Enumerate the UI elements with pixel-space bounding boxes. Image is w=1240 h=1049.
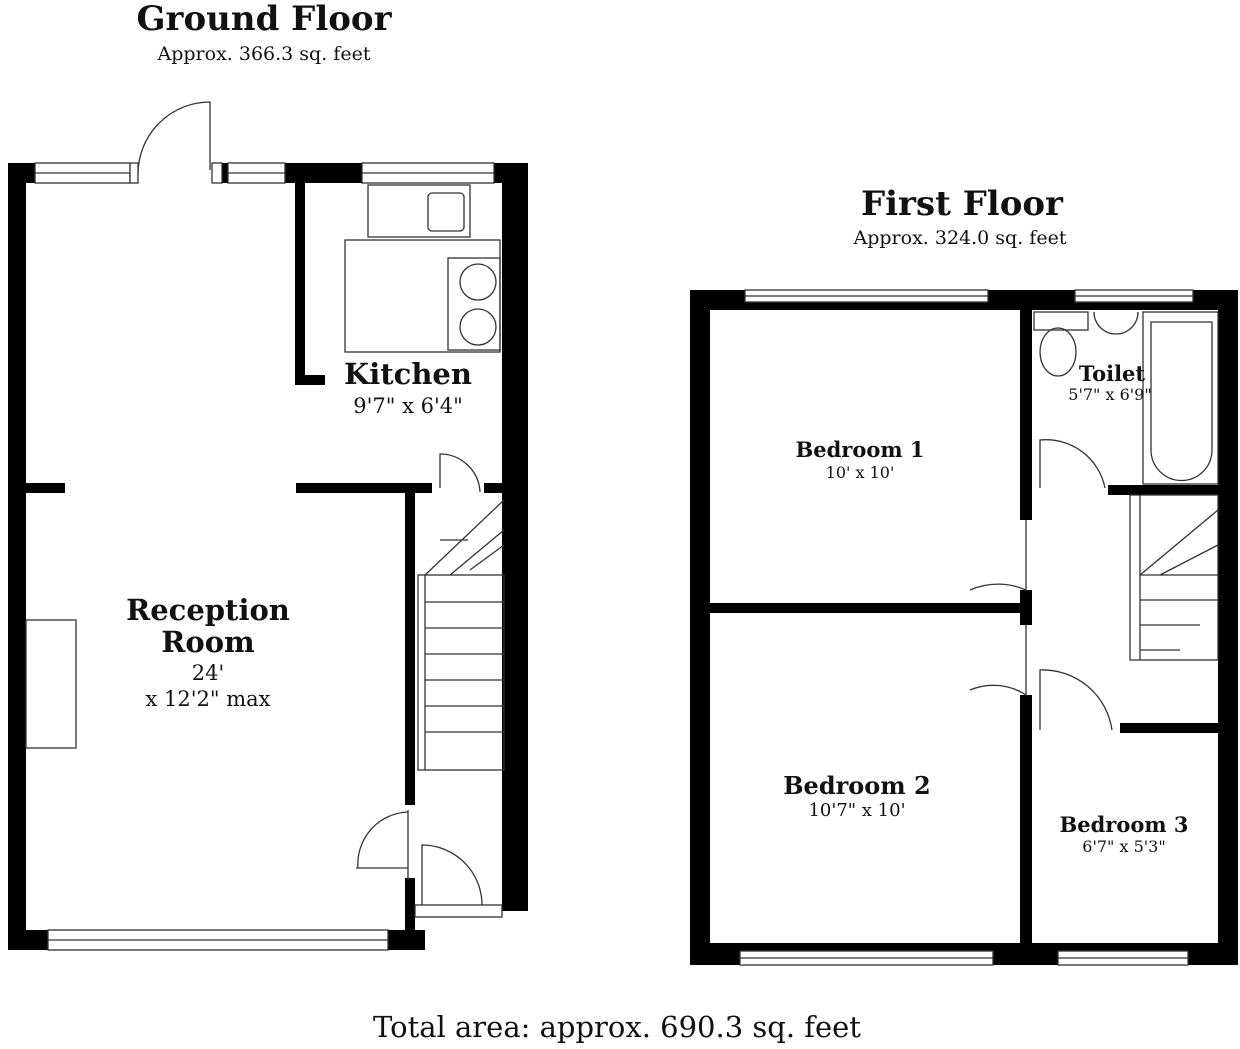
bedroom-3-label: Bedroom 3 — [1059, 812, 1188, 837]
staircase — [1129, 494, 1219, 661]
bath — [1150, 321, 1213, 482]
bedroom-1-label: Bedroom 1 — [795, 437, 924, 462]
bedroom-2-label: Bedroom 2 — [783, 771, 930, 800]
total-area: Total area: approx. 690.3 sq. feet — [373, 1010, 861, 1044]
bedroom-1-dims: 10' x 10' — [826, 463, 895, 482]
first-floor-plan: Toilet 5'7" x 6'9" Bedroom 1 10' x 10' B… — [690, 289, 1238, 966]
ground-floor-plan: Kitchen 9'7" x 6'4" Reception Room 24' x… — [8, 101, 528, 951]
ground-floor-area: Approx. 366.3 sq. feet — [157, 43, 371, 65]
reception-label-1: Reception — [126, 593, 290, 627]
reception-label-2: Room — [161, 625, 255, 659]
ground-floor-title: Ground Floor — [137, 0, 393, 39]
toilet-dims: 5'7" x 6'9" — [1068, 385, 1151, 404]
kitchen-dims: 9'7" x 6'4" — [353, 394, 463, 418]
bedroom-2-dims: 10'7" x 10' — [808, 800, 905, 821]
hob — [447, 257, 501, 351]
reception-dims-2: x 12'2" max — [146, 687, 271, 711]
front-door-swing — [421, 844, 483, 906]
bedroom-3-dims: 6'7" x 5'3" — [1082, 837, 1165, 856]
fireplace — [25, 619, 77, 749]
sink — [367, 184, 471, 238]
kitchen-label: Kitchen — [344, 357, 472, 391]
staircase — [417, 499, 505, 771]
basin — [1093, 311, 1139, 335]
first-floor-title: First Floor — [861, 184, 1064, 224]
toilet-icon — [1039, 327, 1077, 377]
door-swing — [137, 101, 211, 175]
first-floor-area: Approx. 324.0 sq. feet — [853, 227, 1067, 249]
reception-dims-1: 24' — [192, 661, 225, 685]
toilet-label: Toilet — [1079, 361, 1146, 386]
worktop — [344, 239, 501, 353]
